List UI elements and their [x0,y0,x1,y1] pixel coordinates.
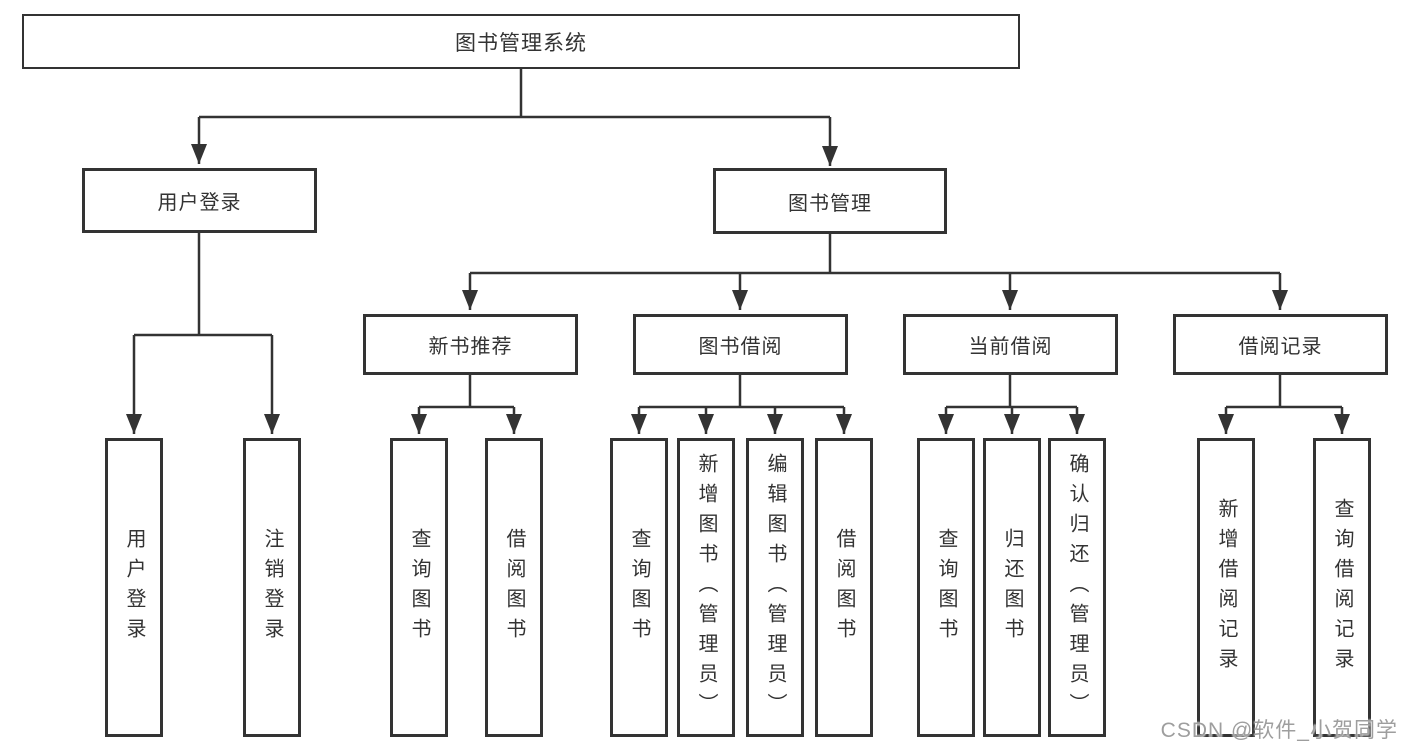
leaf-query-books-newbook: 查询图书 [390,438,448,737]
leaf-edit-books-admin: 编辑图书（管理员） [746,438,804,737]
leaf-query-books-current: 查询图书 [917,438,975,737]
node-book-management-label: 图书管理 [788,192,872,215]
node-book-borrow-label: 图书借阅 [698,336,783,358]
node-borrow-records-label: 借阅记录 [1238,336,1323,358]
leaf-borrow-books-newbook: 借阅图书 [485,438,543,737]
csdn-watermark: CSDN @软件_小贺同学 [1160,719,1398,742]
leaf-query-borrow-record: 查询借阅记录 [1313,438,1371,737]
node-book-management: 图书管理 [713,168,947,234]
leaf-query-books-borrow: 查询图书 [610,438,668,737]
leaf-confirm-return-admin: 确认归还（管理员） [1048,438,1106,737]
node-user-login: 用户登录 [82,168,317,233]
node-new-book-recommend: 新书推荐 [363,314,578,375]
leaf-logout: 注销登录 [243,438,301,737]
node-root-label: 图书管理系统 [455,31,587,55]
node-new-book-recommend-label: 新书推荐 [428,336,513,358]
leaf-add-books-admin: 新增图书（管理员） [677,438,735,737]
leaf-add-borrow-record: 新增借阅记录 [1197,438,1255,737]
node-current-borrow-label: 当前借阅 [968,336,1053,358]
node-borrow-records: 借阅记录 [1173,314,1388,375]
node-current-borrow: 当前借阅 [903,314,1118,375]
leaf-borrow-books: 借阅图书 [815,438,873,737]
node-book-borrow: 图书借阅 [633,314,848,375]
node-user-login-label: 用户登录 [157,192,242,214]
node-root-system: 图书管理系统 [22,14,1020,69]
leaf-return-books: 归还图书 [983,438,1041,737]
leaf-user-login: 用户登录 [105,438,163,737]
